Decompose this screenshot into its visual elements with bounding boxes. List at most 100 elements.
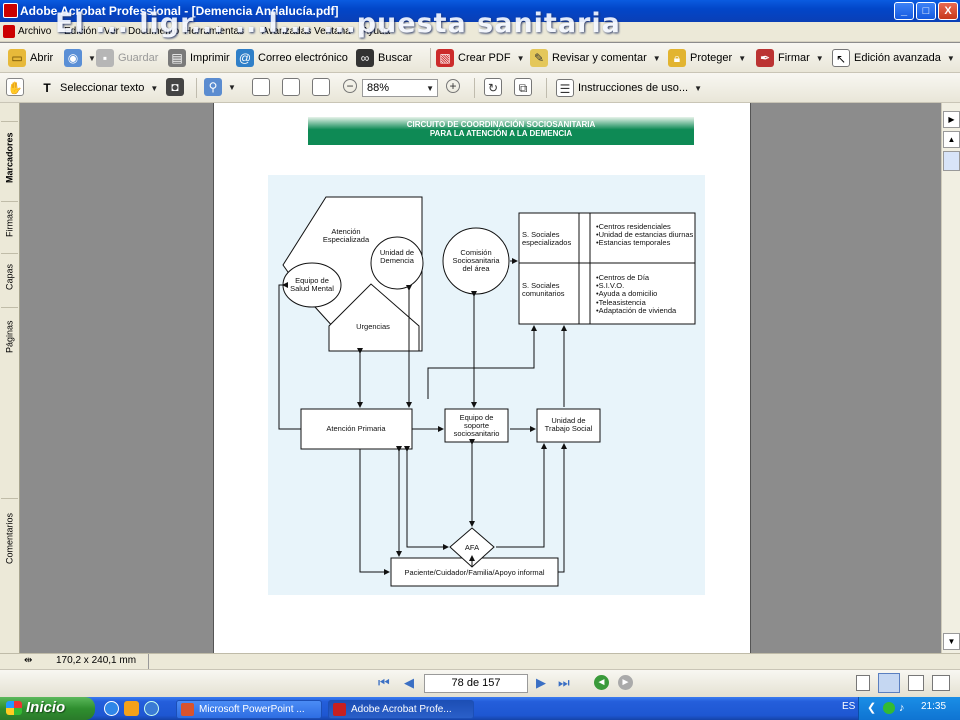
menu-ayuda[interactable]: Ayuda [362,26,391,37]
tab-marcadores[interactable]: Marcadores [1,121,18,193]
cursor-icon: ↖ [832,49,850,67]
open-button[interactable]: ▭ Abrir [8,49,53,67]
zoom-in-tool-button[interactable]: ⚲▼ [204,78,236,96]
vertical-scrollbar[interactable]: ▶ ▲ ▼ [941,103,960,653]
zoom-value: 88% [367,82,390,94]
internet-explorer-icon[interactable] [104,701,119,716]
hand-icon: ✋ [6,78,24,96]
powerpoint-icon [181,703,194,716]
first-page-icon[interactable]: ⏮ [378,675,390,690]
actual-size-button[interactable] [252,78,270,96]
select-text-button[interactable]: T Seleccionar texto▼ [38,79,158,97]
taskbar-acrobat[interactable]: Adobe Acrobat Profe... [328,700,474,719]
page-number-field[interactable]: 78 de 157 [424,674,528,693]
snapshot-button[interactable]: ◘ [166,78,184,96]
tray-expand-icon[interactable]: ❮ [867,702,877,714]
print-button[interactable]: ▤ Imprimir [168,49,230,67]
save-button[interactable]: ▪ Guardar [96,49,158,67]
zoom-level-field[interactable]: 88% ▼ [362,79,438,97]
taskbar-powerpoint[interactable]: Microsoft PowerPoint ... [176,700,322,719]
network-icon[interactable] [883,702,895,714]
review-comment-button[interactable]: ✎ Revisar y comentar▼ [530,49,661,67]
list-icon: ☰ [556,79,574,97]
menu-ver[interactable]: Ver [104,26,120,37]
navigation-panel: Marcadores Firmas Capas Páginas Comentar… [0,103,20,653]
zoom-in-button[interactable]: + [446,79,460,93]
previous-page-icon[interactable]: ◀ [404,675,414,690]
scroll-right-arrow-icon[interactable]: ▶ [943,111,960,128]
go-forward-icon[interactable]: ► [618,675,633,690]
atencion-primaria-box [300,408,413,450]
tab-paginas[interactable]: Páginas [1,307,18,365]
unidad-demencia-label: Unidad de Demencia [379,248,415,265]
zoom-out-button[interactable]: − [343,79,357,93]
tab-comentarios[interactable]: Comentarios [1,498,18,578]
hand-tool-button[interactable]: ✋ [6,78,24,96]
volume-icon[interactable]: ♪ [899,702,905,714]
fit-width-button[interactable] [312,78,330,96]
trabajo-social-box [536,408,601,443]
go-back-icon[interactable]: ◄ [594,675,609,690]
scroll-up-arrow-icon[interactable]: ▲ [943,131,960,148]
menu-archivo[interactable]: Archivo [18,26,52,37]
continuous-facing-icon[interactable] [932,675,950,691]
email-button[interactable]: @ Correo electrónico [236,49,348,67]
sign-button[interactable]: ✒ Firmar▼ [756,49,824,67]
start-button[interactable]: Inicio [0,697,95,720]
title-bar: Adobe Acrobat Professional - [Demencia A… [0,0,960,22]
menu-avanzadas[interactable]: Avanzadas [262,26,312,37]
close-button[interactable]: X [938,2,958,20]
comision-label: Comisión Sociosanitaria del área [452,248,500,273]
toolbar-separator [196,78,197,98]
list-item: Estancias temporales [596,239,693,247]
menu-herramientas[interactable]: Herramientas [184,26,245,37]
list-item: Adaptación de vivienda [596,306,677,315]
diagram-header-line2: PARA LA ATENCIÓN A LA DEMENCIA [429,129,573,138]
unidad-demencia-circle [370,236,424,290]
diagram-header-line1: CIRCUITO DE COORDINACIÓN SOCIOSANITARIA [406,120,596,129]
instructions-button[interactable]: ☰ Instrucciones de uso...▼ [556,79,702,97]
advanced-edit-button[interactable]: ↖ Edición avanzada▼ [832,49,955,67]
tab-capas[interactable]: Capas [1,253,18,299]
rotate-view-button[interactable]: ↻ [484,78,502,96]
scroll-down-arrow-icon[interactable]: ▼ [943,633,960,650]
page-icon [252,78,270,96]
pdf-page: CIRCUITO DE COORDINACIÓN SOCIOSANITARIA … [213,103,751,653]
facing-pages-icon[interactable] [908,675,924,691]
globe-icon: ◉ [64,49,82,67]
menu-edicion[interactable]: Edición [64,26,97,37]
search-button[interactable]: ∞ Buscar [356,49,412,67]
next-page-icon[interactable]: ▶ [536,675,546,690]
minimize-button[interactable]: _ [894,2,914,20]
maximize-button[interactable]: □ [916,2,936,20]
dropdown-arrow-icon: ▼ [946,53,955,63]
printer-icon: ▤ [168,49,186,67]
media-player-icon[interactable] [124,701,139,716]
dropdown-arrow-icon: ▼ [815,53,824,63]
scroll-thumb[interactable] [943,151,960,171]
single-page-icon[interactable] [856,675,870,691]
page-layout-button[interactable]: ⧉ [514,78,532,96]
fit-page-button[interactable] [282,78,300,96]
salud-mental-label: Equipo de Salud Mental [290,276,334,293]
comment-icon: ✎ [530,49,548,67]
ss-comunitarios-label: S. Sociales comunitarios [522,281,565,298]
menu-documento[interactable]: Documento [128,26,180,37]
save-label: Guardar [118,52,159,64]
status-bar: ⇹ 170,2 x 240,1 mm [0,653,960,669]
create-pdf-button[interactable]: ▧ Crear PDF▼ [436,49,524,67]
fit-width-icon [312,78,330,96]
continuous-page-icon[interactable] [878,673,900,693]
attach-button[interactable]: ◉▼ [64,49,96,67]
panel-resize-icon[interactable]: ⇹ [24,655,33,666]
protect-button[interactable]: 🔒︎ Proteger▼ [668,49,746,67]
toolbar-separator [430,48,431,68]
language-indicator[interactable]: ES [842,701,856,712]
menu-ventana[interactable]: Ventana [314,26,351,37]
urgencias-shape [328,283,420,352]
tab-firmas[interactable]: Firmas [1,201,18,245]
last-page-icon[interactable]: ⏭ [558,675,570,690]
ss-especializados-label: S. Sociales especializados [522,230,572,247]
dropdown-arrow-icon: ▼ [228,82,236,92]
browser-icon[interactable] [144,701,159,716]
